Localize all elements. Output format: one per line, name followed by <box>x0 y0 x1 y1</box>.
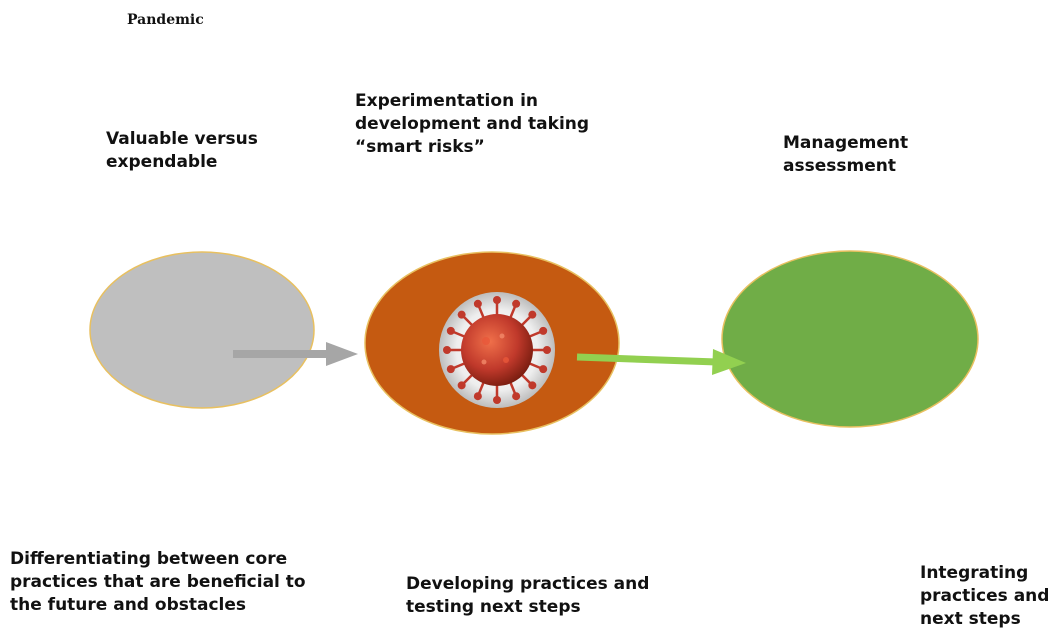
arrow-stage1-to-stage2 <box>233 342 358 366</box>
virus-icon <box>439 292 555 408</box>
arrow-stage2-to-stage3 <box>576 349 746 375</box>
stage-1-bottom-label: Differentiating between core practices t… <box>10 549 306 615</box>
stage-3-top-label: Management assessment <box>783 133 909 176</box>
stage-3-circle <box>721 250 979 428</box>
stage-2-top-label: Experimentation in development and takin… <box>355 91 590 157</box>
stage-2-bottom-label: Developing practices and testing next st… <box>406 574 650 617</box>
diagram-title: Pandemic <box>127 12 204 28</box>
stage-3-bottom-label: Integrating practices and next steps <box>920 563 1050 629</box>
stage-1-circle <box>89 251 315 409</box>
stage-1-top-label: Valuable versus expendable <box>106 129 258 172</box>
